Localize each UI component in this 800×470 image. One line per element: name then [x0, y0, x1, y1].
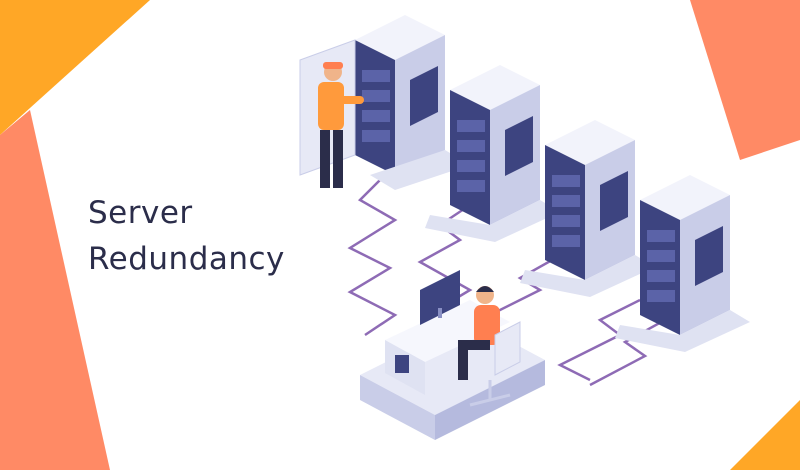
monitor-icon [420, 270, 460, 325]
technician-icon [318, 62, 364, 188]
top-left-orange-band [0, 0, 150, 135]
operator-icon [458, 286, 500, 380]
server-rack-icon [299, 15, 470, 190]
left-coral-band [0, 110, 110, 470]
bottom-right-orange-band [730, 400, 800, 470]
headline-line-1: Server [88, 195, 193, 231]
top-right-coral-band [690, 0, 800, 160]
office-chair-icon [469, 321, 521, 407]
server-rack-icon [520, 120, 655, 297]
page-headline: Server Redundancy [88, 190, 285, 282]
headline-line-2: Redundancy [88, 241, 285, 277]
server-rack-icon [615, 175, 750, 352]
server-rack-icon [425, 65, 560, 242]
